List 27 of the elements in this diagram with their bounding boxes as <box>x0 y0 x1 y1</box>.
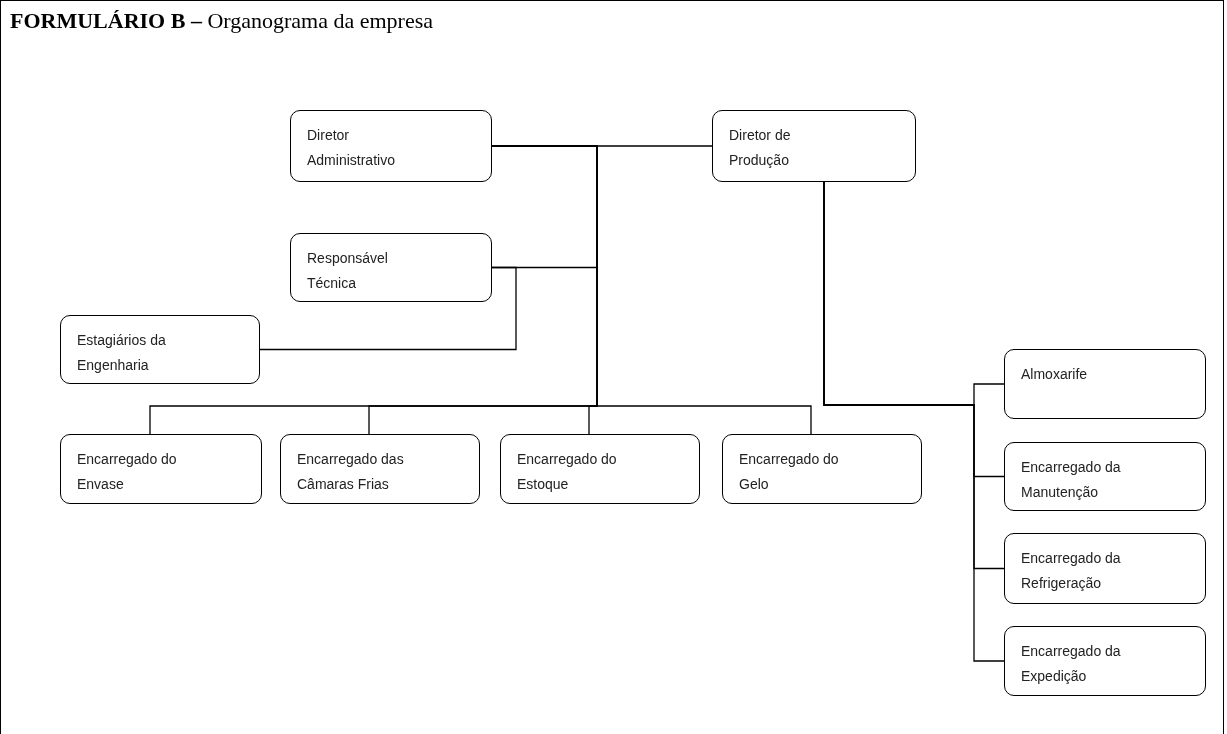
position-box <box>1004 533 1206 604</box>
position-box <box>712 110 916 182</box>
connector-line <box>259 266 517 351</box>
position-box <box>60 315 260 384</box>
position-box <box>290 110 492 182</box>
position-box <box>500 434 700 504</box>
position-box <box>722 434 922 504</box>
position-title: Encarregado da Refrigeração <box>1021 549 1122 593</box>
position-title: Encarregado das Câmaras Frias <box>297 450 405 494</box>
position-title: Encarregado do Estoque <box>517 450 618 494</box>
position-box <box>1004 626 1206 696</box>
position-box <box>1004 349 1206 419</box>
position-title: Almoxarife <box>1021 365 1089 384</box>
position-title: Encarregado do Envase <box>77 450 178 494</box>
position-title: Encarregado da Manutenção <box>1021 458 1122 502</box>
position-title: Diretor de Produção <box>729 126 792 170</box>
position-title: Diretor Administrativo <box>307 126 396 170</box>
position-title: Responsável Técnica <box>307 249 389 293</box>
position-title: Encarregado da Expedição <box>1021 642 1122 686</box>
title: FORMULÁRIO B – Organograma da empresa <box>10 8 433 34</box>
connector-line <box>823 181 1005 662</box>
position-box <box>60 434 262 504</box>
position-box <box>280 434 480 504</box>
position-box <box>1004 442 1206 511</box>
position-title: Encarregado do Gelo <box>739 450 840 494</box>
position-title: Estagiários da Engenharia <box>77 331 167 375</box>
position-box <box>290 233 492 302</box>
